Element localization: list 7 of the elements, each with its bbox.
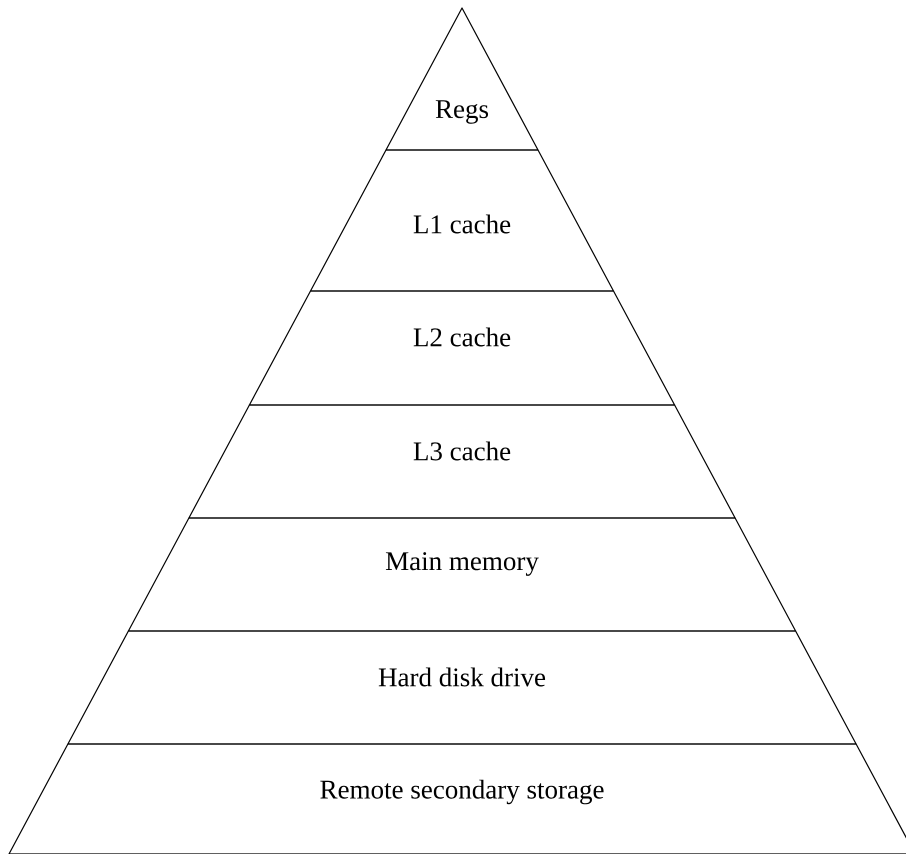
pyramid-level: L1 cache (310, 149, 614, 292)
pyramid-level: Main memory (128, 517, 796, 632)
pyramid-level: Hard disk drive (67, 630, 857, 745)
pyramid-level: Regs (385, 7, 539, 151)
pyramid-level: L3 cache (188, 404, 736, 519)
pyramid-level: Remote secondary storage (8, 743, 906, 854)
pyramid-level: L2 cache (248, 290, 676, 406)
